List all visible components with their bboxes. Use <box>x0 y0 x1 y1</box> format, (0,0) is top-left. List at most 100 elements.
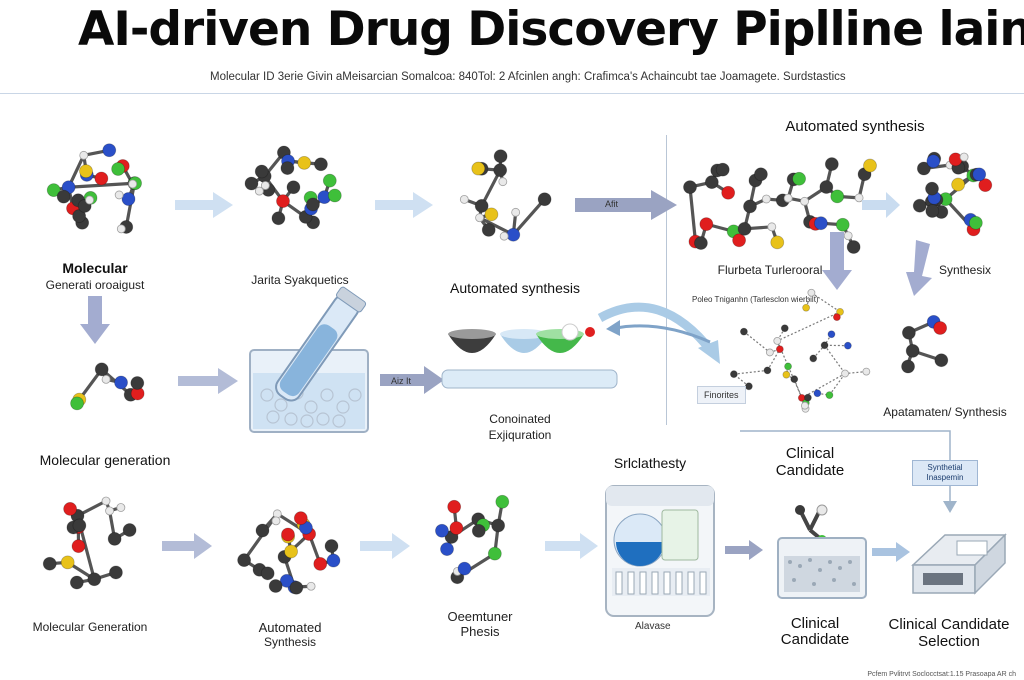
arrow-down-2 <box>906 240 932 296</box>
atom <box>820 341 829 350</box>
atom <box>475 213 484 223</box>
atom <box>116 503 126 512</box>
atom <box>784 362 792 371</box>
lab-analyzer <box>605 485 715 617</box>
atom <box>901 359 915 374</box>
label-automated-synthesis-mid: Automated synthesis <box>450 280 580 296</box>
atom <box>326 553 341 568</box>
label-exjiquration: Exjiquration <box>488 428 552 442</box>
candidate-tray <box>777 504 867 599</box>
section-divider <box>666 135 667 425</box>
atom <box>447 499 462 514</box>
atom <box>237 553 252 568</box>
atom <box>809 354 818 363</box>
atom <box>111 162 126 176</box>
atom <box>481 222 496 237</box>
atom <box>471 523 486 538</box>
atom <box>754 167 768 182</box>
atom <box>862 367 871 376</box>
atom <box>761 194 771 204</box>
label-alavase: Alavase <box>635 621 671 632</box>
atom <box>905 343 920 358</box>
atom <box>114 190 124 200</box>
atom <box>912 198 927 213</box>
arrow-r3-1 <box>162 533 212 559</box>
atom <box>704 175 719 190</box>
atom <box>506 227 521 242</box>
label-srlclathesty: Srlclathesty <box>613 455 687 471</box>
label-molecular-generation-bottom: Molecular Generation <box>32 620 148 634</box>
atom <box>42 556 57 571</box>
molecule-4 <box>912 151 993 237</box>
atom <box>459 195 469 204</box>
label-apatamaten: Apatamaten/ Synthesis <box>883 405 1007 419</box>
atom <box>280 161 295 175</box>
page-subtitle: Molecular ID 3erie Givin aMeisarcian Som… <box>210 71 846 83</box>
atom <box>107 531 122 546</box>
atom <box>87 572 102 587</box>
atom <box>102 143 117 158</box>
label-clinical-candidate-selection: Clinical Candidate Selection <box>888 616 1010 650</box>
atom <box>471 161 486 176</box>
synthesis-tank <box>249 286 369 433</box>
footer-note: Pcfem Pvlitrvt Soclocctsat:1.15 Prasoapa… <box>867 671 1016 678</box>
label-clinical-candidate-bottom: Clinical Candidate <box>780 615 850 648</box>
atom <box>732 233 746 248</box>
atom <box>85 195 94 205</box>
tag-synthetial: Synthetial Inaspemin <box>912 460 978 486</box>
arrow-r1-2 <box>375 192 433 218</box>
atom <box>260 181 270 190</box>
atom <box>807 288 816 297</box>
selection-device <box>911 533 1007 595</box>
arrow-r1-1 <box>175 192 233 218</box>
atom <box>130 376 145 390</box>
label-oeemtuner-2: Phesis <box>460 624 500 639</box>
arrow-r3-3 <box>545 533 598 559</box>
atom <box>699 217 714 232</box>
atom <box>783 193 793 203</box>
atom <box>314 157 328 172</box>
atom <box>825 391 834 400</box>
atom <box>254 186 264 196</box>
atom <box>959 152 969 162</box>
atom <box>279 573 294 588</box>
atom <box>487 546 502 561</box>
atom <box>491 518 506 533</box>
label-molecular-generation-mid: Molecular generation <box>39 452 171 468</box>
atom <box>770 235 785 250</box>
label-automated-synthesis-bottom-2: Synthesis <box>263 635 317 649</box>
molecule-6 <box>901 314 949 374</box>
label-oeemtuner-1: Oeemtuner <box>447 609 513 624</box>
label-molecular: Molecular <box>62 260 128 276</box>
atom <box>836 307 844 316</box>
atom <box>122 523 137 537</box>
arrow-down-left <box>80 296 110 344</box>
atom <box>780 324 789 333</box>
atom <box>101 496 111 506</box>
atom <box>498 177 508 187</box>
atom <box>843 231 853 241</box>
atom <box>819 180 834 194</box>
label-generati: Generati oroaigust <box>45 278 145 292</box>
atom <box>721 185 736 200</box>
atom <box>495 494 510 509</box>
atom <box>763 366 772 375</box>
molecule-7 <box>42 496 137 590</box>
atom <box>94 171 109 186</box>
atom <box>683 180 697 195</box>
atom <box>293 511 308 526</box>
atom <box>948 152 963 167</box>
atom <box>101 374 111 384</box>
arrow-r1-3 <box>575 190 677 220</box>
atom <box>827 330 836 339</box>
label-flurbeta: Flurbeta Turlerooral <box>717 263 823 277</box>
atom <box>281 527 295 542</box>
atom <box>841 369 849 378</box>
atom <box>94 362 109 377</box>
atom <box>440 542 454 556</box>
arrow-r3-2 <box>360 533 410 559</box>
atom <box>327 188 342 203</box>
atom <box>511 207 521 217</box>
atom <box>121 192 136 206</box>
molecule-network <box>729 288 871 413</box>
